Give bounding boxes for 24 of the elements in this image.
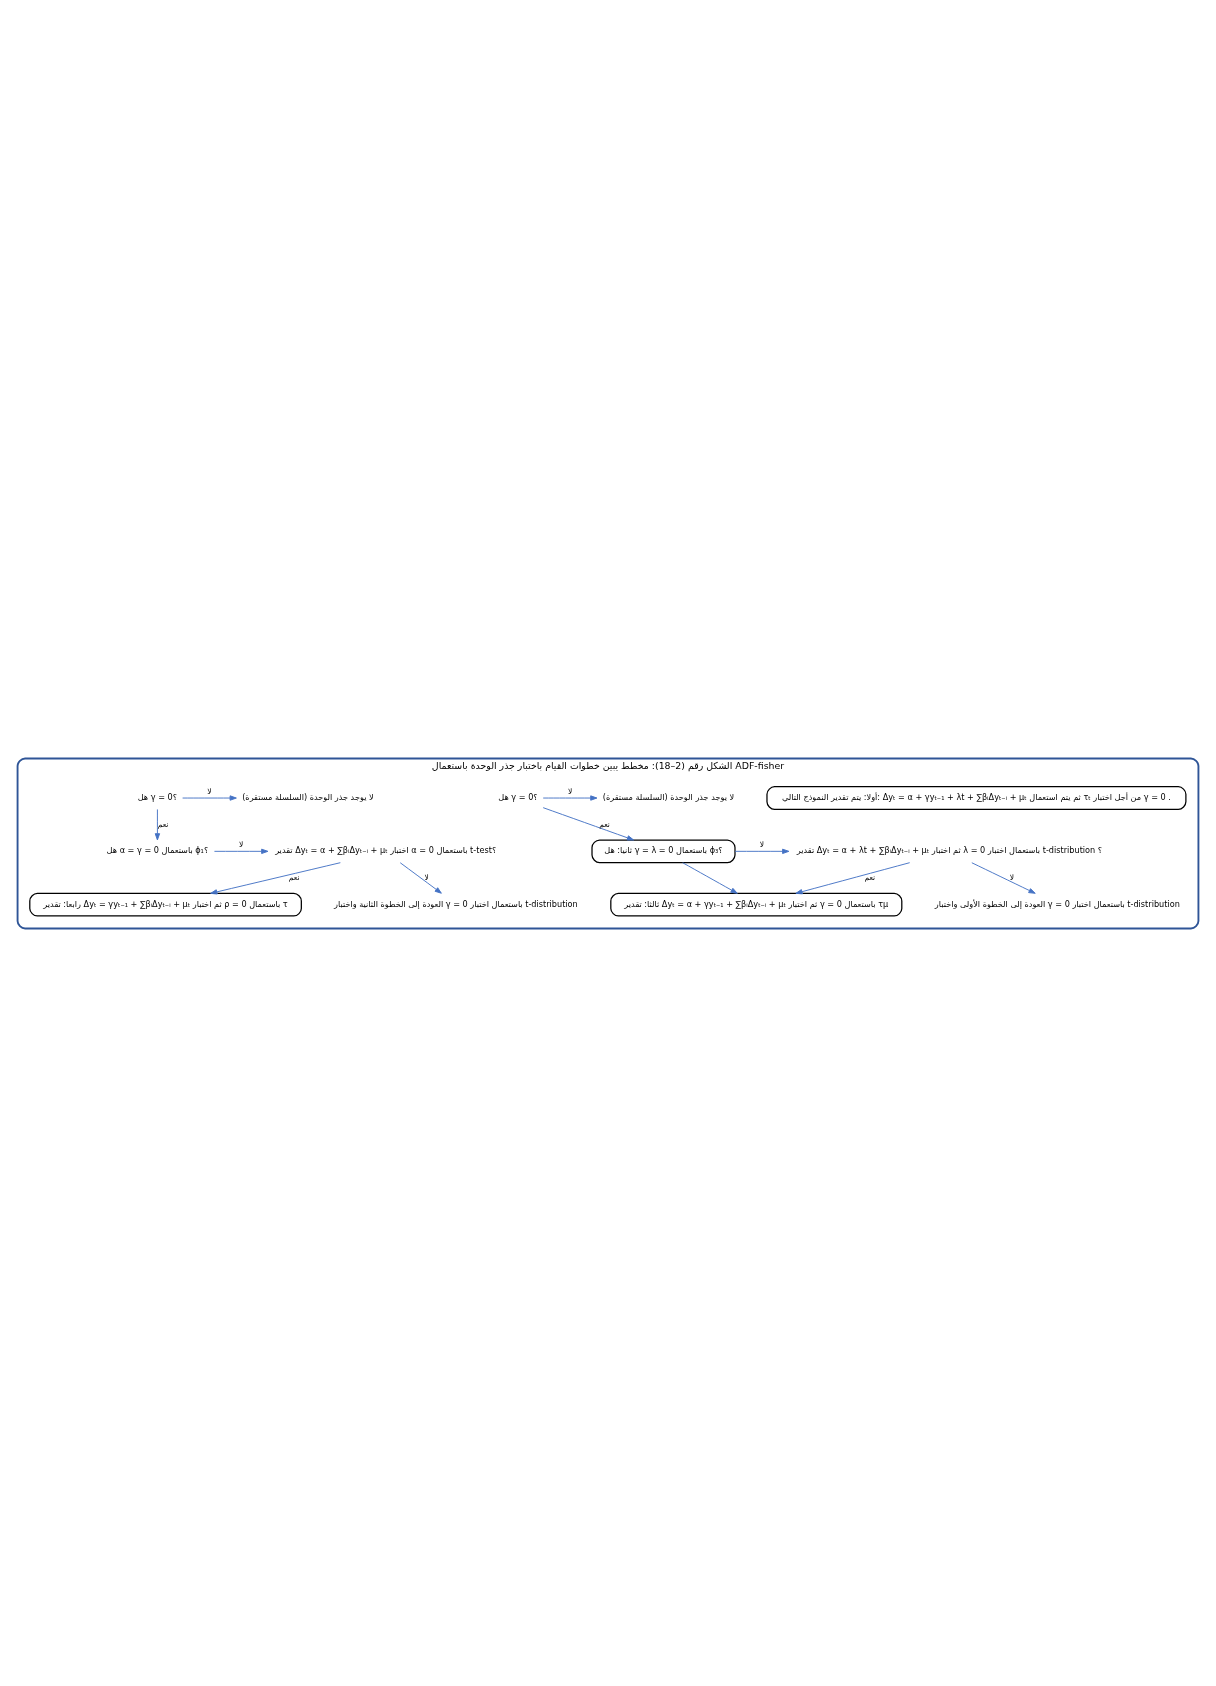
arrow — [682, 861, 738, 894]
node-box: أولا: يتم تقدير النموذج التالي: Δyₜ = α + γyₜ₋₁ + λt + ∑βᵢΔyₜ₋ᵢ + μₜ ثم يتم استعمال τₜ من أجل اختبار γ = 0 . — [766, 785, 1187, 810]
node-text: هل γ = 0؟ — [137, 791, 178, 802]
arrow — [542, 794, 598, 801]
node-text: العودة إلى الخطوة الأولى واختبار γ = 0 باستعمال اختبار t-distribution — [934, 898, 1180, 909]
node-text: هل γ = 0؟ — [498, 791, 538, 802]
node-text: تقدير Δyₜ = α + ∑βᵢΔyₜ₋ᵢ + μₜ اختبار α = 0 باستعمال t-test؟ — [275, 844, 497, 855]
arrow — [542, 806, 635, 840]
node-text: لا يوجد جذر الوحدة (السلسلة مستقرة) — [242, 791, 374, 802]
node-box: ثالثا: تقدير Δyₜ = α + γyₜ₋₁ + ∑βᵢΔyₜ₋ᵢ + μₜ ثم اختبار γ = 0 باستعمال τμ — [610, 892, 903, 917]
node-text: تقدير Δyₜ = α + λt + ∑βᵢΔyₜ₋ᵢ + μₜ ثم اختبار λ = 0 باستعمال اختبار t-distribution ؟ — [796, 844, 1103, 855]
node-text: العودة إلى الخطوة الثانية واختبار γ = 0 باستعمال اختبار t-distribution — [334, 898, 578, 909]
arrow — [795, 861, 911, 894]
node-text: هل α = γ = 0 باستعمال ϕ₁؟ — [106, 844, 209, 855]
arrow — [213, 848, 269, 854]
arrow — [210, 861, 341, 894]
node-box: ثانيا: هل γ = λ = 0 باستعمال ϕ₃؟ — [591, 838, 736, 863]
node-text: لا يوجد جذر الوحدة (السلسلة مستقرة) — [602, 791, 735, 802]
arrow — [154, 808, 161, 840]
node-box: رابعا: تقدير Δyₜ = γyₜ₋₁ + ∑βᵢΔyₜ₋ᵢ + μₜ ثم اختبار ρ = 0 باستعمال τ — [29, 892, 302, 917]
arrow — [182, 794, 237, 801]
arrow — [734, 848, 790, 854]
arrow — [399, 861, 442, 894]
arrow — [971, 861, 1036, 894]
